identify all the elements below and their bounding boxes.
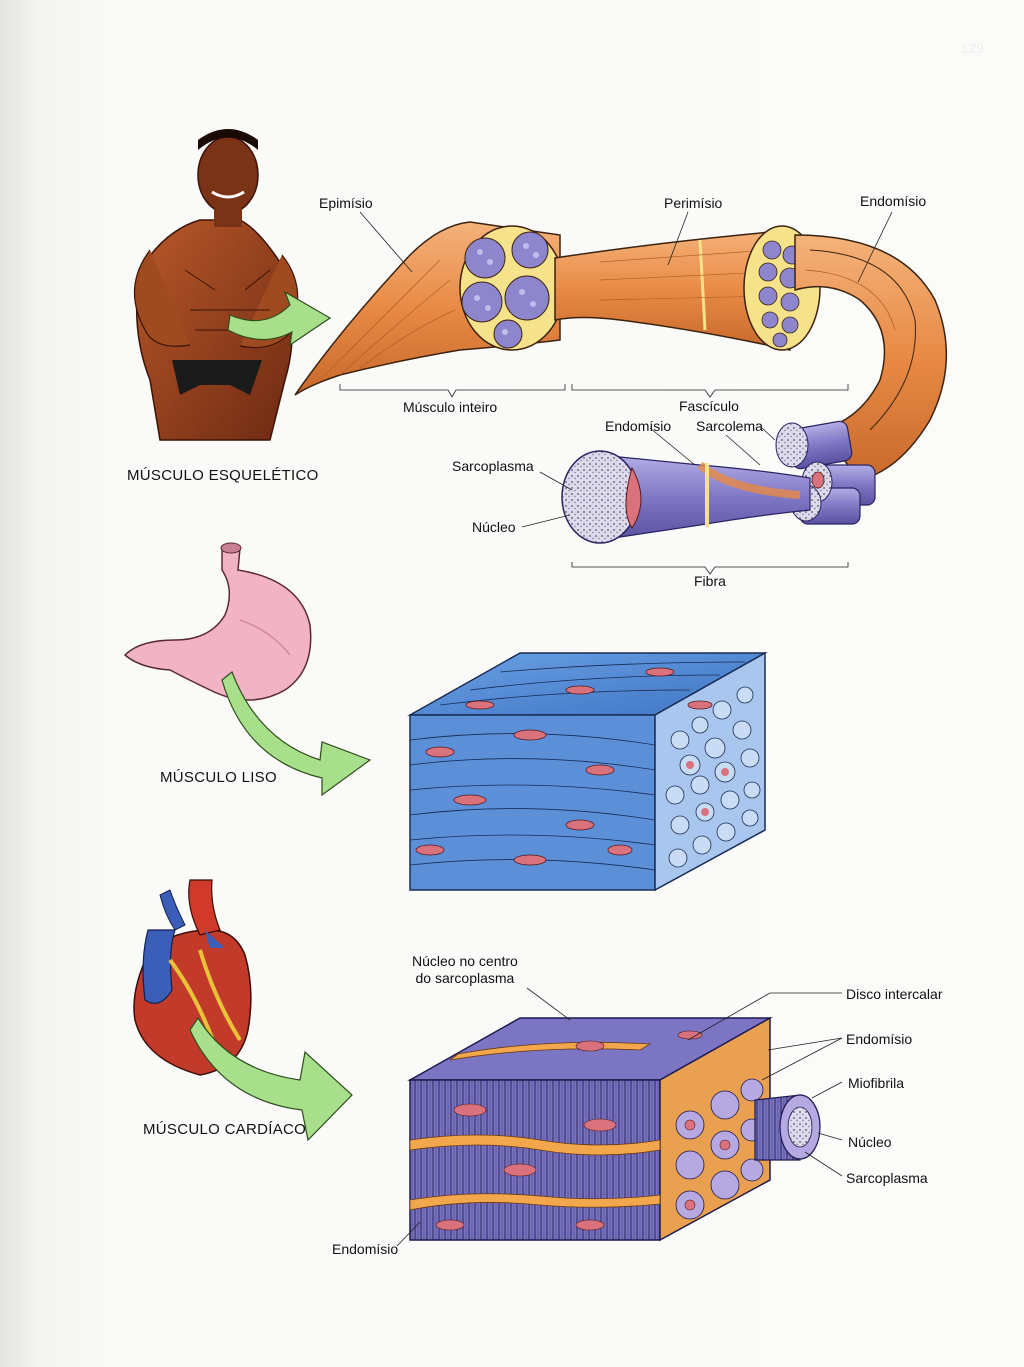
label-endomisio-bottom: Endomísio: [332, 1241, 399, 1257]
heart-figure: [133, 879, 252, 1076]
label-perimisio: Perimísio: [664, 195, 723, 211]
whole-muscle-diagram: [294, 211, 948, 575]
smooth-muscle-block: [407, 651, 768, 892]
arrow-cardiac: [189, 1016, 353, 1142]
label-endomisio-cardiac: Endomísio: [846, 1031, 913, 1047]
label-miofibrila: Miofibrila: [848, 1075, 905, 1091]
arrow-skeletal: [227, 290, 332, 347]
bodybuilder-figure: [133, 129, 299, 441]
label-epimisio: Epimísio: [319, 195, 373, 211]
stomach-figure: [123, 542, 312, 701]
label-nucleo-centro: Núcleo no centro do sarcoplasma: [412, 953, 518, 986]
label-endomisio-top: Endomísio: [860, 193, 927, 209]
cardiac-muscle-block: [396, 987, 843, 1247]
label-sarcolema: Sarcolema: [696, 418, 763, 434]
label-endomisio-fasciculo: Endomísio: [605, 418, 672, 434]
label-fibra: Fibra: [694, 573, 726, 589]
label-fasciculo: Fascículo: [679, 398, 739, 414]
label-musculo-inteiro: Músculo inteiro: [403, 399, 498, 415]
label-disco-intercalar: Disco intercalar: [846, 986, 943, 1002]
title-smooth-muscle: MÚSCULO LISO: [160, 769, 277, 786]
page-number: 129: [960, 40, 984, 56]
title-skeletal-muscle: MÚSCULO ESQUELÉTICO: [127, 467, 319, 484]
arrow-smooth: [221, 671, 372, 797]
label-sarcoplasma-skeletal: Sarcoplasma: [452, 458, 534, 474]
label-nucleo-cardiac: Núcleo: [848, 1134, 892, 1150]
title-cardiac-muscle: MÚSCULO CARDÍACO: [143, 1121, 307, 1138]
label-sarcoplasma-cardiac: Sarcoplasma: [846, 1170, 928, 1186]
label-nucleo-skeletal: Núcleo: [472, 519, 516, 535]
